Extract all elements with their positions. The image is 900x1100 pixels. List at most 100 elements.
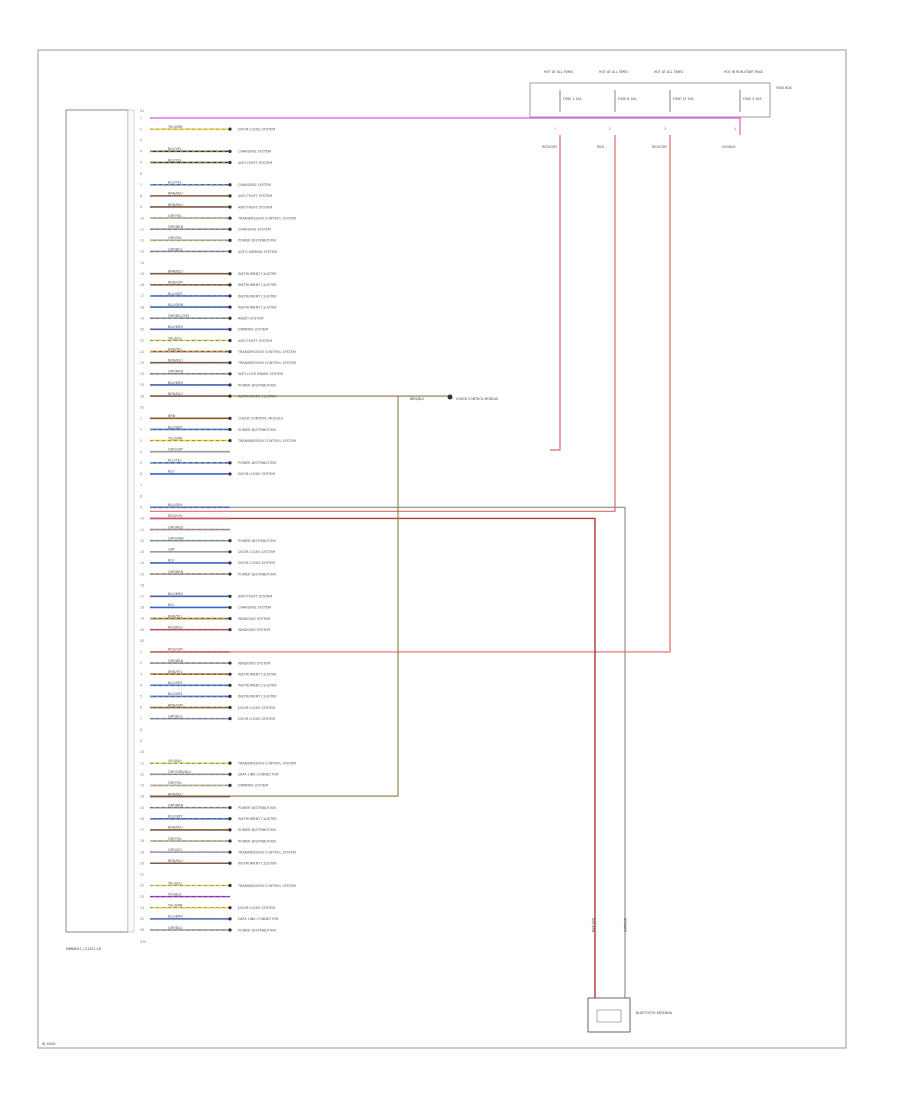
wire-fuse1 bbox=[550, 135, 561, 451]
terminal-dot bbox=[228, 605, 232, 610]
terminal-dot bbox=[228, 817, 232, 821]
destination-label: WINDOWS SYSTEM bbox=[238, 628, 270, 632]
destination-label: DATA LINK CONNECTOR bbox=[238, 773, 279, 777]
destination-label: INSTRUMENT CLUSTER bbox=[238, 684, 277, 688]
pin-number: 12 bbox=[140, 239, 144, 243]
pin-rows: 12 YEL/BRN DOOR LOCKS SYSTEM 3 4 BLK/YEL CHARG… bbox=[140, 116, 296, 932]
terminal-dot bbox=[228, 561, 232, 565]
terminal-dot bbox=[228, 572, 232, 576]
destination-label: TRANSMISSION CONTROL SYSTEM bbox=[237, 439, 296, 443]
antenna-slot bbox=[596, 1009, 622, 1023]
destination-label: ANTI-THEFT SYSTEM bbox=[238, 161, 272, 165]
destination-label: TRANSMISSION CONTROL SYSTEM bbox=[237, 761, 296, 765]
module-bottom-caption: X10 bbox=[140, 940, 146, 944]
check-control-splice: BRN/BLU CHECK CONTROL MODULE bbox=[410, 394, 498, 401]
wire-color-label: YEL/BLU bbox=[168, 881, 182, 885]
terminal-dot bbox=[228, 594, 232, 598]
wire-color-label: YEL/BRN bbox=[168, 125, 183, 129]
wire-color-label: BLU/YEL bbox=[168, 459, 182, 463]
pin-row: 8 bbox=[140, 728, 142, 732]
terminal-dot bbox=[228, 694, 232, 699]
terminal-dot bbox=[228, 828, 232, 832]
destination-label: POWER DISTRIBUTION bbox=[238, 428, 276, 432]
terminal-dot bbox=[228, 438, 232, 443]
splice-label: CHECK CONTROL MODULE bbox=[456, 397, 498, 401]
pin-number: 15 bbox=[140, 272, 144, 276]
terminal-dot bbox=[228, 539, 232, 543]
wire-color-label: BRN/BLU bbox=[168, 826, 183, 830]
wire-color-label: BLK/YEL bbox=[168, 147, 182, 151]
wire-color-label: VIO/BLK bbox=[168, 892, 182, 896]
terminal-dot bbox=[228, 149, 232, 153]
terminal-dot bbox=[228, 160, 232, 165]
antenna-label: BLUETOOTH ANTENNA bbox=[636, 1011, 673, 1015]
wire-color-label: GRY/GRY bbox=[168, 447, 184, 451]
pin-number: 7 bbox=[140, 183, 142, 187]
destination-label: RADIO SYSTEM bbox=[238, 317, 263, 321]
wire-color-label: BRN/GRY bbox=[168, 703, 184, 707]
destination-label: TRANSMISSION CONTROL SYSTEM bbox=[237, 361, 296, 365]
terminal-dot bbox=[228, 661, 232, 665]
pin-number: 24 bbox=[140, 906, 144, 910]
fuse-label: FUSE 13 10A bbox=[673, 97, 694, 101]
pin-number: 17 bbox=[140, 294, 144, 298]
terminal-dot bbox=[228, 283, 232, 287]
terminal-dot bbox=[228, 305, 232, 309]
pin-row: X3 bbox=[140, 639, 144, 643]
destination-label: TRANSMISSION CONTROL SYSTEM bbox=[237, 884, 296, 888]
destination-label: CHARGING SYSTEM bbox=[238, 228, 271, 232]
pin-number: 1 bbox=[140, 417, 142, 421]
wire-color-label: GRY/VIO bbox=[168, 848, 182, 852]
fuse-pin: 4 bbox=[734, 127, 736, 131]
pin-number: 19 bbox=[140, 617, 144, 621]
destination-label: CHARGING SYSTEM bbox=[238, 150, 271, 154]
terminal-dot bbox=[228, 272, 232, 276]
fuse-box-outline bbox=[529, 82, 771, 118]
pin-number: 18 bbox=[140, 606, 144, 610]
wire-fuse2 bbox=[150, 135, 616, 512]
module-caption: MBN6N11_C12011.18 bbox=[66, 947, 101, 951]
pin-number: 3 bbox=[140, 672, 142, 676]
destination-label: DOOR LOCKS SYSTEM bbox=[238, 550, 275, 554]
pin-number: 4 bbox=[140, 450, 142, 454]
destination-label: TRANSMISSION CONTROL SYSTEM bbox=[237, 350, 296, 354]
wire-color-label: BLU/GRY bbox=[168, 425, 183, 429]
terminal-dot bbox=[228, 238, 232, 242]
wire-color-label: GRY/BLU bbox=[168, 714, 183, 718]
fuse-label: FUSE 5 10A bbox=[743, 97, 762, 101]
wire-color-label: BLU/GRY bbox=[168, 292, 183, 296]
wire-fuse3 bbox=[150, 135, 671, 653]
pin-number: 17 bbox=[140, 828, 144, 832]
pin-number: X2 bbox=[140, 405, 144, 409]
wire-color-label: GRY/RED bbox=[168, 525, 183, 529]
destination-label: AUTO ARMING SYSTEM bbox=[238, 250, 277, 254]
destination-label: WINDOWS SYSTEM bbox=[238, 661, 270, 665]
pin-row: 16 bbox=[140, 583, 144, 587]
pin-number: 6 bbox=[140, 706, 142, 710]
pin-number: 6 bbox=[140, 472, 142, 476]
wire-color-label: GRY/BLU bbox=[168, 247, 183, 251]
terminal-dot bbox=[228, 394, 232, 398]
wire-color-label: BRN/BLU bbox=[168, 270, 183, 274]
destination-label: INSTRUMENT CLUSTER bbox=[238, 294, 277, 298]
pin-number: 12 bbox=[140, 772, 144, 776]
splice-point bbox=[447, 394, 453, 400]
